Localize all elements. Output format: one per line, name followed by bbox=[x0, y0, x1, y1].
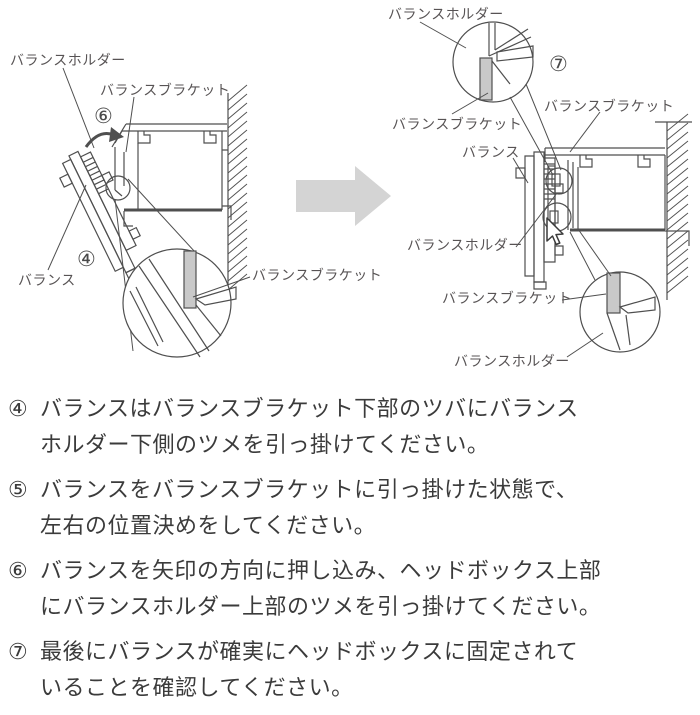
step-4-marker: ④ bbox=[77, 248, 96, 271]
instruction-step-5: ⑤ バランスをバランスブラケットに引っ掛けた状態で、 左右の位置決めをしてくださ… bbox=[8, 472, 694, 544]
label-balance-bracket-detail-top-right: バランスブラケット bbox=[392, 116, 523, 132]
step-6-marker: ⑥ bbox=[94, 105, 113, 128]
label-balance-bracket-right: バランスブラケット bbox=[544, 98, 675, 114]
figure-line-art bbox=[47, 21, 692, 358]
magnifier-circle-top-right bbox=[452, 21, 534, 103]
instruction-line: 最後にバランスが確実にヘッドボックスに固定されて bbox=[40, 639, 579, 664]
instruction-line: ホルダー下側のツメを引っ掛けてください。 bbox=[40, 432, 490, 457]
headbox-left bbox=[111, 123, 232, 227]
instruction-line: バランスはバランスブラケット下部のツバにバランス bbox=[40, 396, 579, 421]
instruction-list: ④ バランスはバランスブラケット下部のツバにバランス ホルダー下側のツメを引っ掛… bbox=[8, 391, 694, 715]
instruction-line: バランスを矢印の方向に押し込み、ヘッドボックス上部 bbox=[40, 558, 602, 583]
wall-left bbox=[227, 84, 248, 296]
wall-right bbox=[655, 113, 692, 300]
instruction-step-4: ④ バランスはバランスブラケット下部のツバにバランス ホルダー下側のツメを引っ掛… bbox=[8, 391, 694, 463]
magnifier-circle-left bbox=[122, 248, 237, 358]
label-balance-holder-detail-bottom-right: バランスホルダー bbox=[454, 353, 570, 369]
headbox-right bbox=[544, 147, 690, 246]
magnifier-cone-top-right bbox=[509, 83, 562, 176]
instruction-number: ④ bbox=[8, 396, 29, 421]
instruction-step-7: ⑦ 最後にバランスが確実にヘッドボックスに固定されて いることを確認してください… bbox=[8, 634, 694, 706]
label-balance-left: バランス bbox=[18, 272, 76, 288]
transition-arrow-icon bbox=[296, 166, 391, 226]
instruction-number: ⑥ bbox=[8, 558, 29, 583]
balance-panel-right bbox=[515, 151, 564, 290]
step-7-marker: ⑦ bbox=[549, 53, 568, 76]
magnifier-cone-bottom-right bbox=[569, 228, 612, 281]
instruction-line: いることを確認してください。 bbox=[40, 675, 354, 700]
instruction-line: 左右の位置決めをしてください。 bbox=[40, 513, 377, 538]
label-balance-holder-left: バランスホルダー bbox=[10, 52, 126, 68]
rotate-arrow-icon bbox=[84, 127, 124, 148]
hook-point-circle-left bbox=[105, 175, 131, 201]
instruction-number: ⑦ bbox=[8, 639, 29, 664]
label-balance-holder-mid-right: バランスホルダー bbox=[407, 237, 523, 253]
instruction-line: にバランスホルダー上部のツメを引っ掛けてください。 bbox=[40, 594, 602, 619]
balance-bracket-left bbox=[114, 147, 125, 197]
leader-lines-left bbox=[47, 67, 251, 298]
leader-lines-right bbox=[419, 21, 607, 358]
instruction-line: バランスをバランスブラケットに引っ掛けた状態で、 bbox=[40, 477, 579, 502]
label-balance-bracket-left: バランスブラケット bbox=[100, 82, 231, 98]
label-balance-bracket-detail-left: バランスブラケット bbox=[252, 267, 383, 283]
magnifier-circle-bottom-right bbox=[579, 271, 661, 353]
label-balance-bracket-detail-bottom-right: バランスブラケット bbox=[442, 290, 573, 306]
label-balance-right: バランス bbox=[462, 144, 520, 160]
mouse-pointer-icon bbox=[546, 217, 564, 246]
label-balance-holder-top-right: バランスホルダー bbox=[388, 6, 504, 22]
instruction-number: ⑤ bbox=[8, 477, 29, 502]
installation-figure: バランスホルダー バランスブラケット ⑥ ④ バランス バランスブラケット バラ… bbox=[10, 6, 692, 369]
instruction-step-6: ⑥ バランスを矢印の方向に押し込み、ヘッドボックス上部 にバランスホルダー上部の… bbox=[8, 553, 694, 625]
